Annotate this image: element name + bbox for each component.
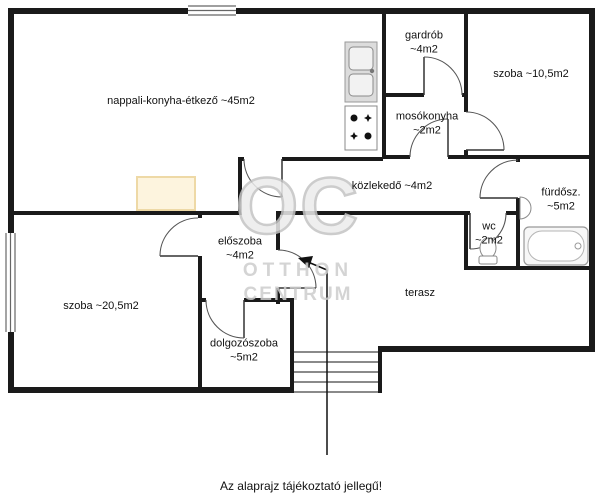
- room-label-furdoszoba: fürdősz. ~5m2: [541, 186, 580, 215]
- room-label-mosokonyha: mosókonyha ~2m2: [396, 110, 458, 139]
- room-name: wc: [482, 220, 496, 233]
- room-name: mosókonyha: [395, 110, 459, 123]
- door-szoba-felso-icon: [465, 111, 505, 151]
- room-name: dolgozószoba: [210, 337, 278, 350]
- door-furdoszoba-icon: [479, 159, 519, 199]
- room-name: előszoba: [217, 235, 263, 248]
- stairs: [294, 351, 378, 393]
- room-area: ~4m2: [410, 44, 438, 56]
- washbasin-icon: [519, 196, 532, 220]
- door-entrance-icon: [277, 249, 317, 289]
- bathtub-icon: [523, 226, 589, 266]
- room-label-wc: wc ~2m2: [475, 220, 503, 249]
- door-wc-icon: [469, 212, 507, 250]
- room-area: ~2m2: [413, 125, 441, 137]
- room-label-szoba-also: szoba ~20,5m2: [63, 299, 139, 312]
- window-top-icon: [188, 5, 236, 16]
- room-area: ~5m2: [230, 352, 258, 364]
- toilet-icon: [478, 237, 498, 265]
- room-label-eloszoba: előszoba ~4m2: [218, 235, 262, 264]
- walls: [8, 8, 595, 393]
- door-nappali-icon: [243, 158, 283, 198]
- room-label-kozlekedo: közlekedő ~4m2: [351, 179, 433, 192]
- door-szoba-also-icon: [159, 217, 199, 257]
- room-area: ~2m2: [475, 235, 503, 247]
- room-label-gardrob: gardrób ~4m2: [405, 29, 443, 58]
- highlight-area: [136, 176, 196, 211]
- disclaimer-text: Az alaprajz tájékoztató jellegű!: [219, 479, 383, 493]
- entrance-arrow-icon: [298, 256, 328, 455]
- room-name: fürdősz.: [541, 186, 581, 199]
- window-left-icon: [5, 233, 16, 332]
- door-gardrob-icon: [423, 56, 463, 96]
- room-area: ~4m2: [226, 250, 254, 262]
- room-label-dolgozoszoba: dolgozószoba ~5m2: [210, 337, 278, 366]
- room-label-nappali: nappali-konyha-étkező ~45m2: [107, 94, 255, 107]
- room-area: ~5m2: [547, 201, 575, 213]
- door-mosokonyha-icon: [409, 118, 449, 158]
- kitchen-sink-icon: [344, 41, 378, 103]
- stove-icon: [344, 105, 378, 151]
- room-label-terasz: terasz: [405, 286, 435, 299]
- room-name: gardrób: [405, 29, 443, 42]
- room-label-szoba-felso: szoba ~10,5m2: [493, 67, 569, 80]
- door-arcs: [159, 56, 519, 339]
- door-dolgozoszoba-icon: [205, 299, 245, 339]
